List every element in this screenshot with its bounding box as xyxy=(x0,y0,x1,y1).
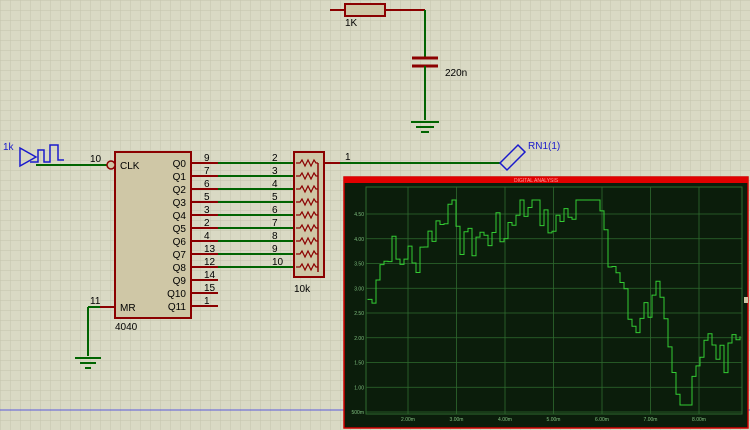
resistor-element xyxy=(296,262,318,272)
graph-title: DIGITAL ANALYSIS xyxy=(514,178,559,184)
chip-output-label: Q4 xyxy=(173,211,187,222)
x-tick-label: 5.00m xyxy=(547,417,561,423)
chip-pin-number: 3 xyxy=(204,205,210,216)
rn-pin-number: 8 xyxy=(272,231,278,242)
chip-pin-number: 2 xyxy=(204,218,210,229)
analysis-graph[interactable]: DIGITAL ANALYSIS 4.50 4.00 3.50 3.00 2.50 2.0… xyxy=(343,176,749,429)
plot-area xyxy=(365,186,743,415)
resistor-element xyxy=(296,236,318,246)
x-tick-label: 4.00m xyxy=(498,417,512,423)
chip-pin-number: 15 xyxy=(204,283,216,294)
chip-pin-number: 1 xyxy=(204,296,210,307)
x-tick-label: 8.00m xyxy=(692,417,706,423)
chip-output-label: Q10 xyxy=(167,289,186,300)
chip-output-label: Q9 xyxy=(173,276,187,287)
chip-output-label: Q1 xyxy=(173,172,187,183)
resistor-network[interactable]: 2 3 4 5 6 7 8 9 10 10k 1 xyxy=(272,151,351,295)
probe-label: RN1(1) xyxy=(528,141,560,152)
resistor-element xyxy=(296,223,318,233)
chip-output-pins: Q09Q17Q26Q35Q43Q52Q64Q713Q812Q914Q1015Q1… xyxy=(167,153,294,313)
chip-body[interactable] xyxy=(114,151,192,319)
clk-pin-name: CLK xyxy=(120,161,140,172)
y-tick-label: 2.50 xyxy=(354,311,364,317)
rn-pin-number: 10 xyxy=(272,257,284,268)
x-tick-label: 3.00m xyxy=(450,417,464,423)
chip-name: 4040 xyxy=(115,322,138,333)
counter-chip[interactable]: 10 CLK 11 MR 4040 Q09Q17Q26Q35Q43Q52Q64Q… xyxy=(90,151,294,333)
chip-pin-number: 13 xyxy=(204,244,216,255)
generator-label: 1k xyxy=(3,142,15,153)
x-tick-label: 2.00m xyxy=(401,417,415,423)
rn-common-pin: 1 xyxy=(345,152,351,163)
chip-pin-number: 7 xyxy=(204,166,210,177)
graph-frame[interactable] xyxy=(343,176,749,429)
generator-arrow-icon xyxy=(19,146,38,168)
graph-header-bar[interactable] xyxy=(344,177,748,183)
graph-y-ticks: 4.50 4.00 3.50 3.00 2.50 2.00 1.50 1.00 500m xyxy=(351,212,364,416)
rn-pin-number: 6 xyxy=(272,205,278,216)
resistor-network-label: 10k xyxy=(294,284,311,295)
chip-pin-number: 9 xyxy=(204,153,210,164)
x-tick-label: 7.00m xyxy=(644,417,658,423)
rn-pin-number: 9 xyxy=(272,244,278,255)
ground-icon-top xyxy=(411,121,439,133)
resistor-element xyxy=(296,197,318,207)
chip-output-label: Q2 xyxy=(173,185,187,196)
rc-network[interactable]: 1K 220n xyxy=(330,3,467,133)
resistor-element xyxy=(296,158,318,168)
y-tick-label: 4.50 xyxy=(354,212,364,218)
ground-icon-left xyxy=(75,357,101,369)
capacitor-label: 220n xyxy=(445,68,467,79)
y-tick-label: 3.00 xyxy=(354,286,364,292)
graph-trace xyxy=(367,199,741,406)
resistor-1k[interactable] xyxy=(344,3,386,17)
chip-pin-number: 5 xyxy=(204,192,210,203)
rn-pin-number: 5 xyxy=(272,192,278,203)
graph-scroll-marker[interactable] xyxy=(744,297,748,303)
y-tick-label: 4.00 xyxy=(354,237,364,243)
chip-output-label: Q8 xyxy=(173,263,187,274)
graph-x-ticks: 2.00m 3.00m 4.00m 5.00m 6.00m 7.00m 8.00m xyxy=(401,417,706,423)
pulse-icon xyxy=(30,144,64,163)
resistor-element xyxy=(296,184,318,194)
rn-pin-number: 3 xyxy=(272,166,278,177)
resistor-element xyxy=(296,210,318,220)
chip-pin-number: 14 xyxy=(204,270,216,281)
clk-inversion-bubble xyxy=(106,160,116,170)
chip-output-label: Q3 xyxy=(173,198,187,209)
chip-pin-number: 4 xyxy=(204,231,210,242)
rn-pin-number: 4 xyxy=(272,179,278,190)
resistor-element xyxy=(296,249,318,259)
x-tick-label: 6.00m xyxy=(595,417,609,423)
rn-pin-number: 2 xyxy=(272,153,278,164)
mr-pin-number: 11 xyxy=(90,296,101,307)
clk-pin-number: 10 xyxy=(90,154,102,165)
rn-pin-number: 7 xyxy=(272,218,278,229)
chip-output-label: Q11 xyxy=(168,302,187,313)
chip-pin-number: 12 xyxy=(204,257,216,268)
chip-output-label: Q7 xyxy=(173,250,187,261)
chip-output-label: Q5 xyxy=(173,224,187,235)
chip-output-label: Q0 xyxy=(173,159,187,170)
mr-pin-name: MR xyxy=(120,303,136,314)
y-tick-label: 2.00 xyxy=(354,336,364,342)
y-tick-label: 3.50 xyxy=(354,262,364,268)
chip-output-label: Q6 xyxy=(173,237,187,248)
clock-generator[interactable]: 1k xyxy=(3,142,110,168)
probe-arrow-icon[interactable] xyxy=(498,143,527,172)
resistor-top-label: 1K xyxy=(345,18,358,29)
y-tick-label: 500m xyxy=(351,410,364,416)
y-tick-label: 1.00 xyxy=(354,385,364,391)
resistor-element xyxy=(296,171,318,181)
y-tick-label: 1.50 xyxy=(354,361,364,367)
chip-pin-number: 6 xyxy=(204,179,210,190)
graph-gridlines xyxy=(366,187,742,414)
